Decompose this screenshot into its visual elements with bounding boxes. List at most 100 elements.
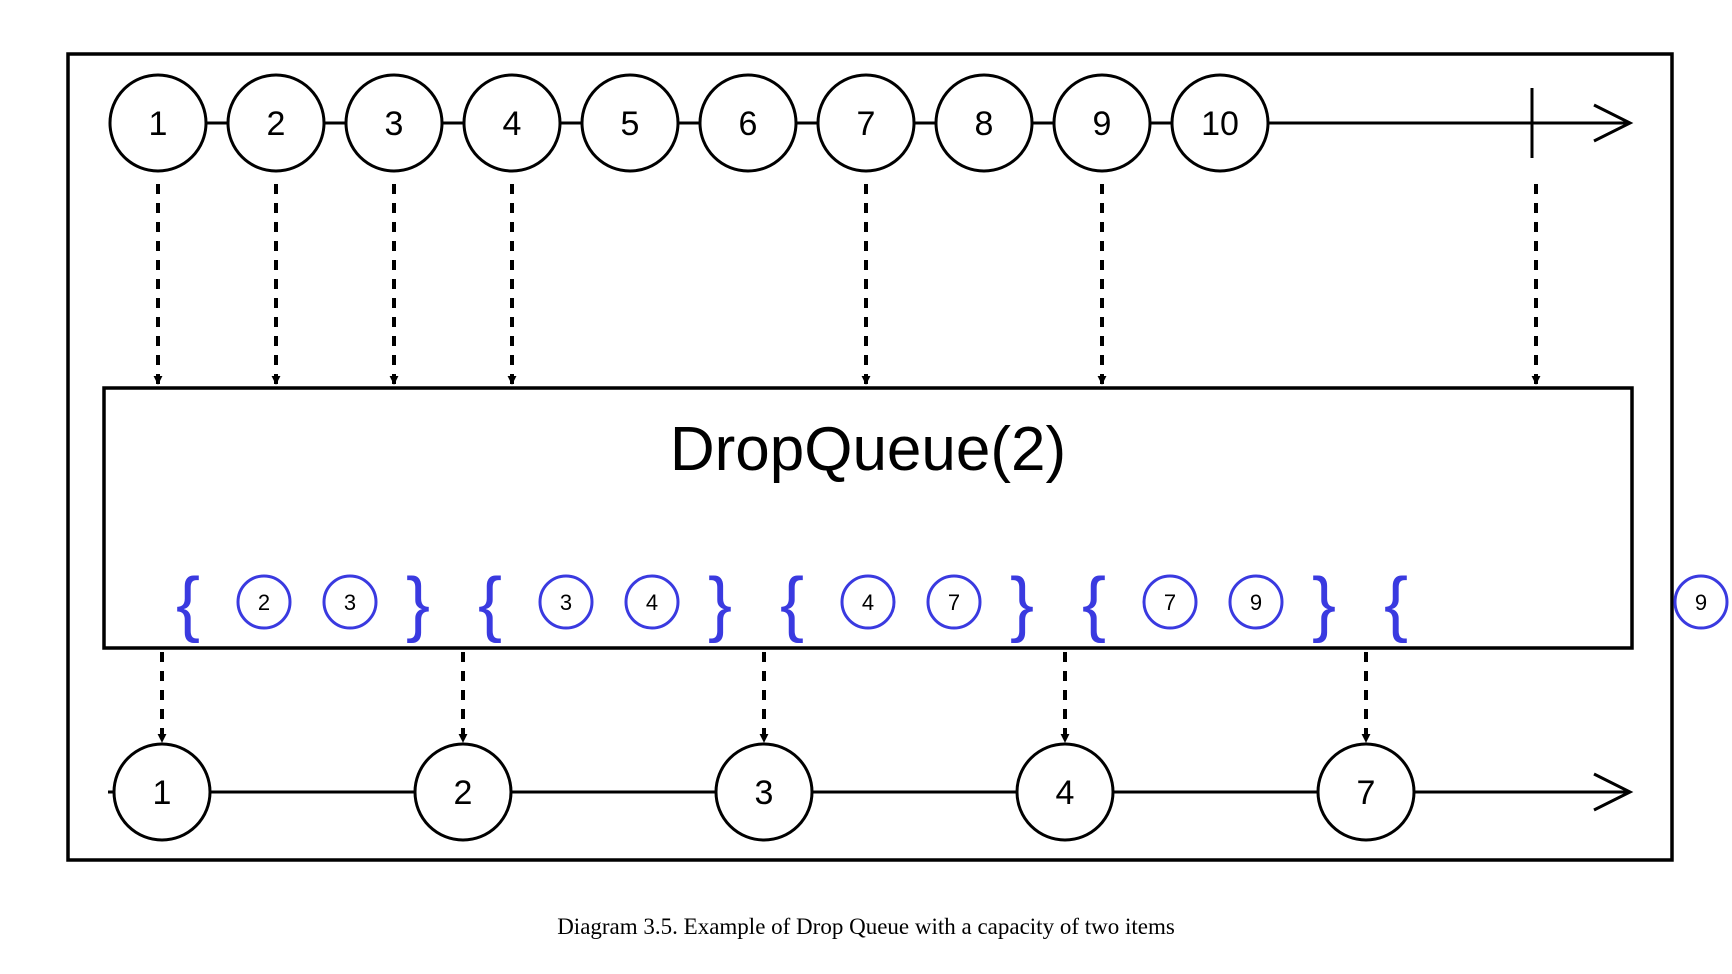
input-marble: 8 — [934, 73, 1034, 173]
input-marble-label: 4 — [503, 105, 522, 143]
input-marble-label: 6 — [739, 105, 758, 143]
queue-item-marble-label: 9 — [1250, 590, 1262, 615]
queue-item-marble-label: 9 — [1695, 590, 1707, 615]
queue-open-brace: { — [780, 564, 804, 644]
output-marble: 2 — [413, 742, 513, 842]
output-marble: 4 — [1015, 742, 1115, 842]
input-marble-circle — [934, 73, 1034, 173]
output-marble-circle — [1316, 742, 1416, 842]
queue-snapshot: {} 4 7 — [780, 564, 1034, 644]
queue-item-marble-circle — [322, 574, 378, 630]
output-marble: 7 — [1316, 742, 1416, 842]
queue-snapshot: {} 2 3 — [176, 564, 430, 644]
queue-open-brace: { — [1384, 564, 1408, 644]
queue-item-marble-circle — [840, 574, 896, 630]
input-marble-label: 1 — [149, 105, 168, 143]
queue-open-brace: { — [478, 564, 502, 644]
queue-item-marble: 4 — [840, 574, 896, 630]
input-marble-circle — [226, 73, 326, 173]
output-marble-circle — [714, 742, 814, 842]
queue-snapshots-group: {}23{}34{}47{}79{}9 — [176, 564, 1729, 644]
output-marble-circle — [1015, 742, 1115, 842]
queue-item-marble-label: 7 — [948, 590, 960, 615]
queue-item-marble-label: 4 — [862, 590, 874, 615]
input-marbles-group: 1 2 3 4 5 6 7 8 9 10 — [108, 73, 1270, 173]
input-marble: 3 — [344, 73, 444, 173]
input-marble: 5 — [580, 73, 680, 173]
queue-item-marble-circle — [538, 574, 594, 630]
input-marble-label: 7 — [857, 105, 876, 143]
input-marble: 9 — [1052, 73, 1152, 173]
queue-item-marble-label: 7 — [1164, 590, 1176, 615]
queue-item-marble: 9 — [1673, 574, 1729, 630]
input-marble-circle — [462, 73, 562, 173]
operator-label: DropQueue(2) — [670, 415, 1066, 484]
queue-item-marble-circle — [1673, 574, 1729, 630]
input-marble-circle — [108, 73, 208, 173]
input-marble-label: 5 — [621, 105, 640, 143]
input-marble: 1 — [108, 73, 208, 173]
input-marble: 6 — [698, 73, 798, 173]
output-marble-label: 3 — [755, 774, 774, 812]
output-marble-label: 4 — [1056, 774, 1075, 812]
diagram-frame — [66, 52, 1674, 862]
queue-open-brace: { — [1082, 564, 1106, 644]
operator-box: DropQueue(2) {}23{}34{}47{}79{}9 — [102, 386, 1729, 650]
figure-caption: Diagram 3.5. Example of Drop Queue with … — [557, 914, 1175, 939]
input-marble-circle — [816, 73, 916, 173]
input-marble-label: 9 — [1093, 105, 1112, 143]
input-timeline: 1 2 3 4 5 6 7 8 9 10 — [108, 73, 1634, 173]
output-marble-circle — [413, 742, 513, 842]
input-marble: 4 — [462, 73, 562, 173]
queue-close-brace: } — [406, 564, 430, 644]
queue-close-brace: } — [708, 564, 732, 644]
queue-item-marble-label: 3 — [560, 590, 572, 615]
queue-snapshot: {}9 — [1384, 564, 1729, 644]
queue-snapshot: {} 3 4 — [478, 564, 732, 644]
input-marble-circle — [1170, 73, 1270, 173]
input-marble-label: 3 — [385, 105, 404, 143]
queue-item-marble: 7 — [926, 574, 982, 630]
queue-item-marble: 4 — [624, 574, 680, 630]
queue-open-brace: { — [176, 564, 200, 644]
input-marble: 7 — [816, 73, 916, 173]
input-timeline-arrow-icon — [1593, 103, 1634, 143]
queue-item-marble: 7 — [1142, 574, 1198, 630]
output-marble-circle — [112, 742, 212, 842]
queue-item-marble-circle — [1142, 574, 1198, 630]
output-marble-label: 7 — [1357, 774, 1376, 812]
output-marble: 1 — [112, 742, 212, 842]
input-marble-circle — [344, 73, 444, 173]
output-marble-label: 1 — [153, 774, 172, 812]
queue-item-marble: 3 — [322, 574, 378, 630]
queue-item-marble: 9 — [1228, 574, 1284, 630]
queue-close-brace: } — [1010, 564, 1034, 644]
queue-item-marble-circle — [1228, 574, 1284, 630]
queue-item-marble-circle — [624, 574, 680, 630]
output-marbles-group: 1 2 3 4 7 — [112, 742, 1416, 842]
output-timeline: 1 2 3 4 7 — [108, 742, 1634, 842]
output-marble: 3 — [714, 742, 814, 842]
input-marble-circle — [698, 73, 798, 173]
input-arrows-group — [153, 184, 1541, 385]
input-marble-label: 10 — [1201, 105, 1239, 143]
input-marble-circle — [580, 73, 680, 173]
output-timeline-arrow-icon — [1593, 772, 1634, 812]
queue-item-marble-label: 2 — [258, 590, 270, 615]
input-marble-label: 2 — [267, 105, 286, 143]
queue-item-marble-label: 3 — [344, 590, 356, 615]
queue-item-marble-circle — [926, 574, 982, 630]
input-marble: 10 — [1170, 73, 1270, 173]
queue-item-marble-label: 4 — [646, 590, 658, 615]
queue-item-marble: 3 — [538, 574, 594, 630]
input-marble-circle — [1052, 73, 1152, 173]
input-marble-label: 8 — [975, 105, 994, 143]
queue-close-brace: } — [1312, 564, 1336, 644]
queue-item-marble: 2 — [236, 574, 292, 630]
queue-item-marble-circle — [236, 574, 292, 630]
output-marble-label: 2 — [454, 774, 473, 812]
input-marble: 2 — [226, 73, 326, 173]
output-arrows-group — [157, 652, 1371, 743]
queue-snapshot: {} 7 9 — [1082, 564, 1336, 644]
